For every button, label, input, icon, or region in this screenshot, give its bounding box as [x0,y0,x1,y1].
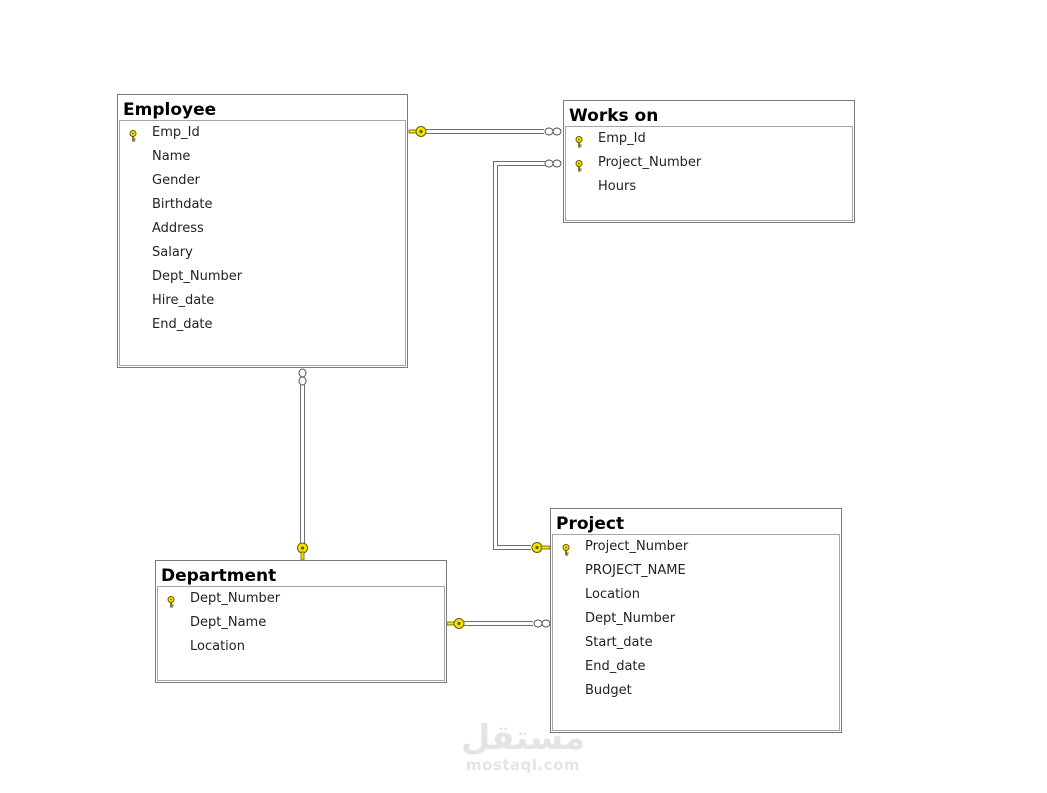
table-title: Department [161,566,277,586]
column-name: Name [152,149,191,164]
column-row[interactable]: Budget [553,679,839,703]
one-end-key-icon [297,542,308,561]
many-end-icon [544,127,562,136]
watermark-logo: مستقل mostaql.com [458,718,588,778]
column-row[interactable]: Location [553,583,839,607]
relationship-employee-works-on[interactable] [426,129,544,134]
column-row[interactable]: Dept_Name [158,611,444,635]
one-end-key-icon [531,542,551,553]
column-row[interactable]: Gender [120,169,405,193]
column-row[interactable]: Salary [120,241,405,265]
column-name: Dept_Number [585,611,676,626]
column-row[interactable]: Dept_Number [158,587,444,611]
primary-key-icon [575,157,583,172]
table-title: Project [556,514,625,534]
column-row[interactable]: Name [120,145,405,169]
column-name: Salary [152,245,193,260]
watermark-latin: mostaql.com [465,756,581,774]
column-name: Dept_Number [152,269,243,284]
column-row[interactable]: Project_Number [553,535,839,559]
relationship-department-project[interactable] [464,621,533,626]
primary-key-icon [562,541,570,556]
column-name: Gender [152,173,200,188]
column-name: Location [190,639,245,654]
table-title: Employee [123,100,217,120]
column-row[interactable]: Emp_Id [566,127,852,151]
column-name: Budget [585,683,632,698]
column-name: Emp_Id [152,125,200,140]
column-name: Birthdate [152,197,213,212]
column-row[interactable]: End_date [120,313,405,337]
column-row[interactable]: End_date [553,655,839,679]
column-row[interactable]: Hire_date [120,289,405,313]
column-name: Emp_Id [598,131,646,146]
column-name: Project_Number [585,539,689,554]
primary-key-icon [167,593,175,608]
column-row[interactable]: Birthdate [120,193,405,217]
column-name: Project_Number [598,155,702,170]
column-name: End_date [585,659,646,674]
column-name: Address [152,221,204,236]
column-name: Hours [598,179,637,194]
one-end-key-icon [446,618,465,629]
one-end-key-icon [408,126,427,137]
many-end-icon [298,368,307,386]
column-name: Hire_date [152,293,215,308]
column-row[interactable]: Dept_Number [553,607,839,631]
primary-key-icon [129,127,137,142]
many-end-icon [533,619,551,628]
column-name: Dept_Name [190,615,267,630]
column-row[interactable]: Address [120,217,405,241]
column-name: Dept_Number [190,591,281,606]
column-name: Start_date [585,635,653,650]
relationship-works-on-project[interactable] [493,161,546,550]
many-end-icon [544,159,562,168]
column-name: Location [585,587,640,602]
column-row[interactable]: Location [158,635,444,659]
column-row[interactable]: Project_Number [566,151,852,175]
table-title: Works on [569,106,659,126]
primary-key-icon [575,133,583,148]
column-row[interactable]: Hours [566,175,852,199]
column-name: End_date [152,317,213,332]
column-row[interactable]: Start_date [553,631,839,655]
column-name: PROJECT_NAME [585,563,686,578]
column-row[interactable]: PROJECT_NAME [553,559,839,583]
column-row[interactable]: Dept_Number [120,265,405,289]
watermark-arabic: مستقل [460,718,586,758]
relationship-employee-department[interactable] [300,385,305,543]
column-row[interactable]: Emp_Id [120,121,405,145]
